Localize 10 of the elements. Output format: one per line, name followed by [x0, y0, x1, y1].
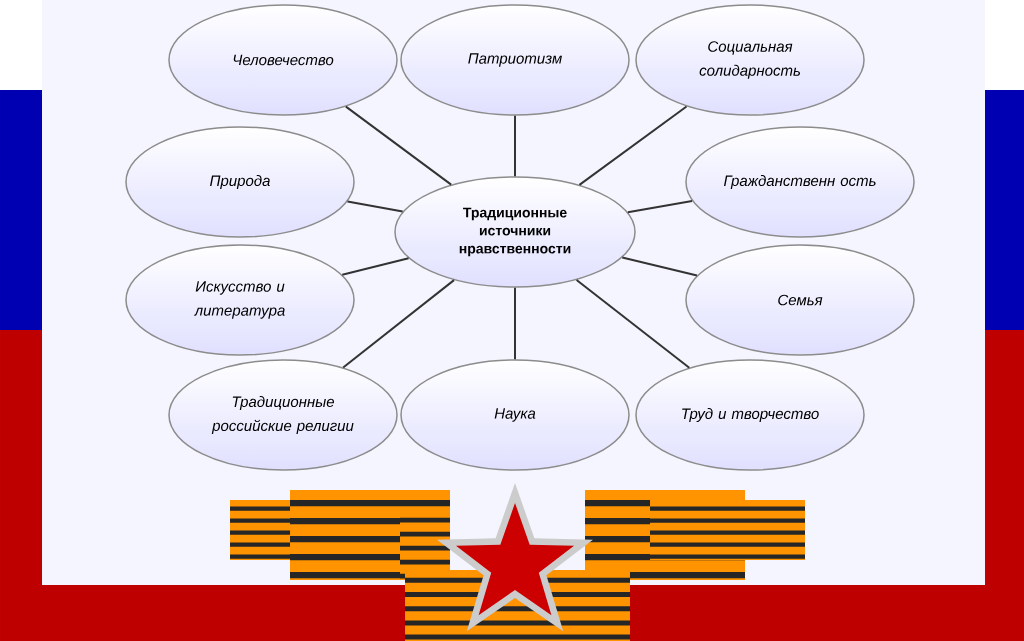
- connector-line: [514, 286, 516, 361]
- connector-line: [578, 105, 688, 186]
- connector-line: [342, 279, 455, 369]
- connector-line: [514, 114, 516, 178]
- connector-line: [575, 278, 691, 369]
- connector-line: [626, 199, 694, 214]
- connector-line: [344, 105, 453, 186]
- connector-line: [621, 256, 698, 277]
- connector-line: [341, 257, 410, 276]
- connector-line: [346, 200, 404, 213]
